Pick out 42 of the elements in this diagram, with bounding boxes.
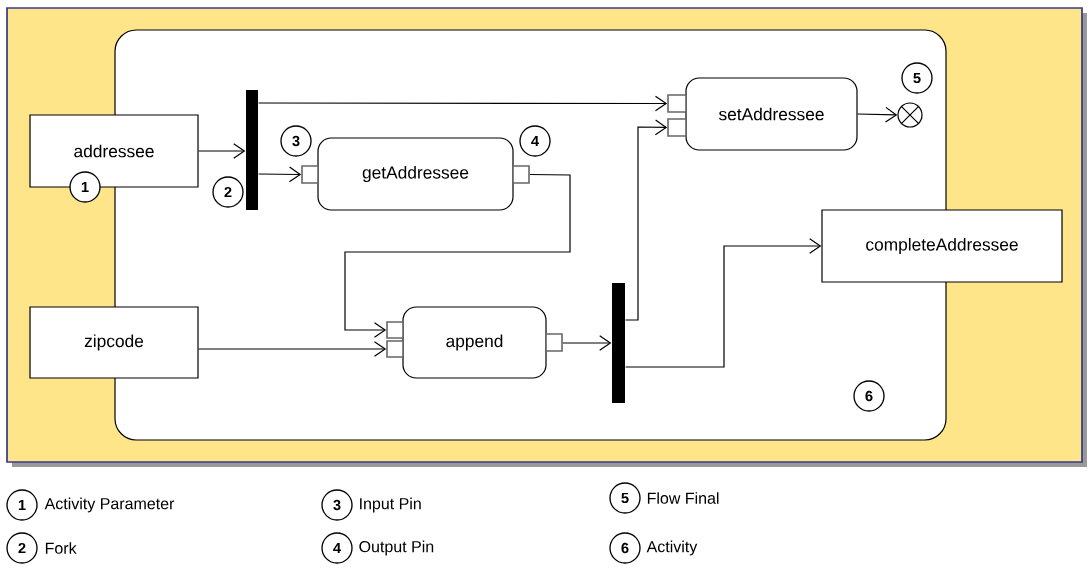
arrow [625, 119, 668, 321]
callout-number: 1 [6, 489, 38, 521]
arrow [857, 106, 898, 123]
arrow [562, 335, 612, 351]
callout-number: 1 [69, 171, 101, 203]
action-box: getAddressee [317, 137, 514, 211]
callout-number: 6 [853, 380, 885, 412]
legend-label: Flow Final [647, 492, 719, 504]
legend-label: Activity Parameter [44, 497, 175, 513]
pin-box [512, 165, 530, 184]
callout-number: 6 [609, 532, 641, 564]
legend-label: Input Pin [360, 497, 421, 513]
pin-box [386, 321, 404, 339]
action-box: append [402, 306, 547, 379]
callout-number: 5 [609, 482, 641, 514]
arrow [625, 238, 822, 368]
pin-box [386, 340, 404, 358]
pin-box [667, 118, 687, 137]
fork-bar [246, 90, 258, 210]
arrow [258, 95, 668, 112]
fork-bar [612, 283, 625, 403]
callout-number: 3 [280, 125, 312, 157]
action-box: setAddressee [685, 77, 858, 151]
arrow [258, 166, 302, 183]
legend-label: Fork [45, 542, 77, 554]
callout-number: 4 [321, 532, 353, 564]
pin-box [667, 94, 687, 113]
pin-box [545, 333, 563, 352]
parameter-box: zipcode [29, 306, 199, 379]
arrow [198, 143, 246, 159]
flow-final-symbol [897, 102, 923, 128]
pin-box [301, 165, 319, 184]
legend-label: Output Pin [359, 540, 434, 556]
callout-number: 5 [901, 62, 933, 94]
callout-number: 2 [6, 532, 38, 564]
parameter-box: completeAddressee [821, 209, 1063, 283]
arrow [344, 173, 571, 338]
callout-number: 4 [519, 125, 551, 157]
arrow [198, 341, 387, 357]
callout-number: 3 [321, 489, 353, 521]
legend-label: Activity [646, 540, 698, 556]
callout-number: 2 [212, 176, 244, 208]
